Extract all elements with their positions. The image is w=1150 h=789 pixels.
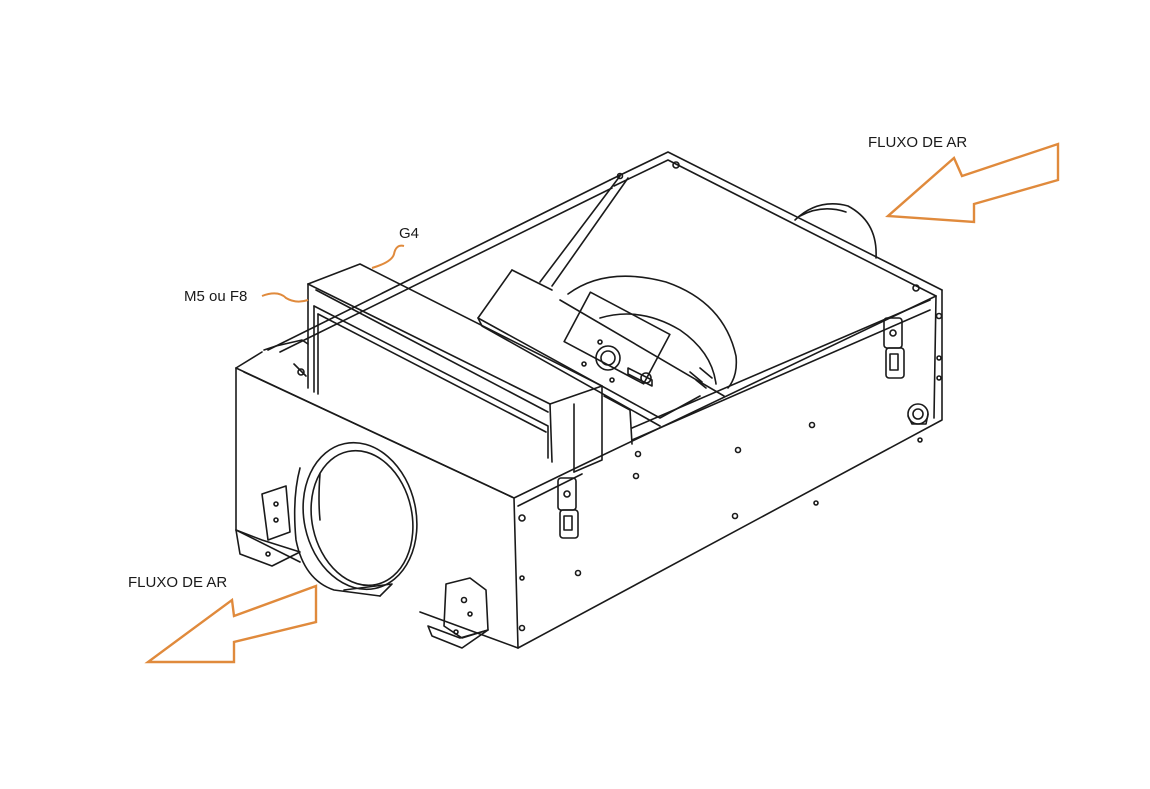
latch-back [883,317,905,379]
latch-front [557,477,579,539]
mounting-foot-left [235,485,301,567]
airflow-out-label: FLUXO DE AR [128,574,228,591]
cable-gland [907,403,929,425]
inlet-duct-collar [794,203,877,259]
filter-m5-f8-label: M5 ou F8 [184,288,248,305]
mounting-foot-right [427,577,489,649]
housing-body [235,151,943,649]
filter-cartridges [263,263,633,473]
airflow-out-arrow-icon [144,584,318,664]
internal-fan-assembly [477,175,738,427]
outlet-duct-collar [293,441,418,597]
airflow-in-label: FLUXO DE AR [868,134,968,151]
m5-leader-line [261,292,309,303]
g4-leader-line [371,244,405,269]
airflow-in-arrow-icon [885,142,1060,224]
filter-g4-label: G4 [399,225,420,242]
